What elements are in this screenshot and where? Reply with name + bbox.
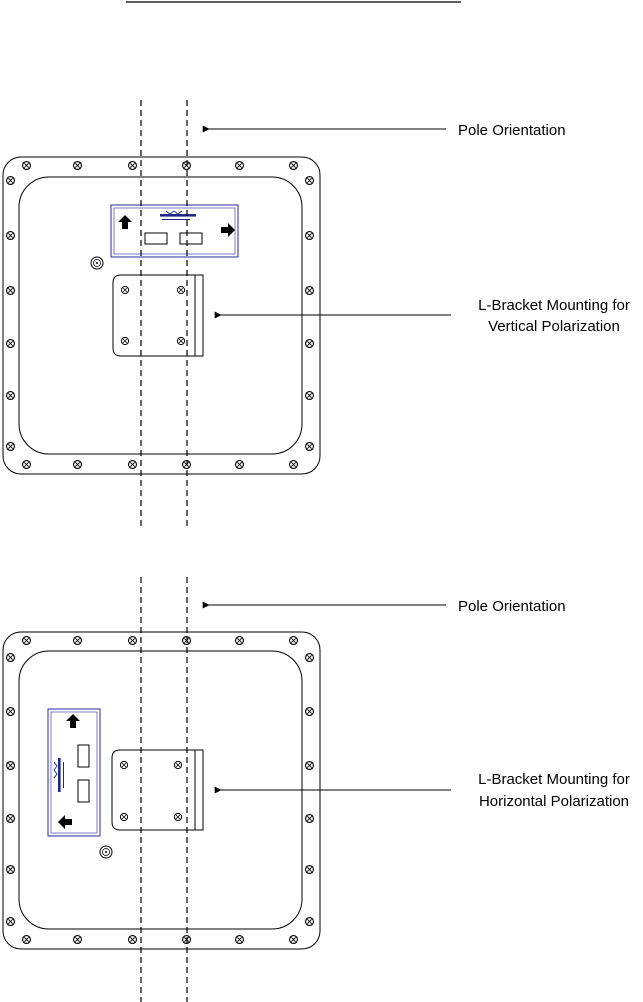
mount-label-line1: L-Bracket Mounting for	[478, 771, 630, 788]
mount-label-line2: Horizontal Polarization	[479, 793, 629, 810]
screw-icon	[129, 162, 137, 170]
mount-label-line1: L-Bracket Mounting for	[478, 297, 630, 314]
orientation-label-panel	[48, 709, 100, 836]
screw-icon	[74, 637, 82, 645]
screw-icon	[177, 337, 184, 344]
screw-icon	[306, 443, 314, 451]
screw-icon	[23, 637, 31, 645]
screw-icon	[174, 813, 181, 820]
screw-icon	[23, 461, 31, 469]
screw-icon	[306, 708, 314, 716]
screw-icon	[23, 162, 31, 170]
screw-icon	[7, 232, 15, 240]
connector-icon	[91, 257, 103, 269]
screw-icon	[7, 866, 15, 874]
screw-icon	[306, 287, 314, 295]
screw-icon	[120, 761, 127, 768]
label-panel-border	[111, 205, 238, 257]
screw-icon	[74, 461, 82, 469]
pole-orientation-label: Pole Orientation	[458, 598, 566, 615]
screw-icon	[7, 762, 15, 770]
screw-icon	[177, 286, 184, 293]
screw-icon	[120, 813, 127, 820]
screw-icon	[306, 340, 314, 348]
screw-icon	[290, 461, 298, 469]
screw-icon	[306, 918, 314, 926]
vertical-polarization-view: Pole Orientation L-Bracket Mounting for …	[3, 100, 630, 526]
screw-icon	[236, 461, 244, 469]
screw-icon	[7, 340, 15, 348]
screw-icon	[7, 392, 15, 400]
screw-icon	[306, 654, 314, 662]
screw-icon	[74, 936, 82, 944]
l-bracket	[112, 750, 203, 830]
mount-label-line2: Vertical Polarization	[488, 318, 620, 335]
screw-icon	[290, 936, 298, 944]
pole-orientation-label: Pole Orientation	[458, 122, 566, 139]
screw-icon	[7, 815, 15, 823]
screw-icon	[306, 232, 314, 240]
screw-icon	[236, 936, 244, 944]
screw-icon	[129, 637, 137, 645]
screw-icon	[306, 866, 314, 874]
l-bracket	[113, 275, 203, 356]
screw-icon	[121, 286, 128, 293]
screw-icon	[174, 761, 181, 768]
screw-icon	[236, 637, 244, 645]
screw-icon	[236, 162, 244, 170]
screw-icon	[306, 815, 314, 823]
connector-icon	[100, 846, 112, 858]
screw-icon	[290, 637, 298, 645]
orientation-label-panel	[111, 205, 238, 257]
screw-icon	[7, 177, 15, 185]
screw-icon	[7, 287, 15, 295]
screw-icon	[306, 177, 314, 185]
screw-icon	[7, 708, 15, 716]
screw-icon	[23, 936, 31, 944]
screw-icon	[306, 392, 314, 400]
screw-icon	[129, 461, 137, 469]
screw-icon	[7, 654, 15, 662]
screw-icon	[306, 762, 314, 770]
screw-icon	[121, 337, 128, 344]
screw-icon	[74, 162, 82, 170]
screw-icon	[129, 936, 137, 944]
screw-icon	[7, 918, 15, 926]
screw-icon	[7, 443, 15, 451]
horizontal-polarization-view: Pole Orientation L-Bracket Mounting for …	[3, 577, 630, 1002]
screw-icon	[290, 162, 298, 170]
